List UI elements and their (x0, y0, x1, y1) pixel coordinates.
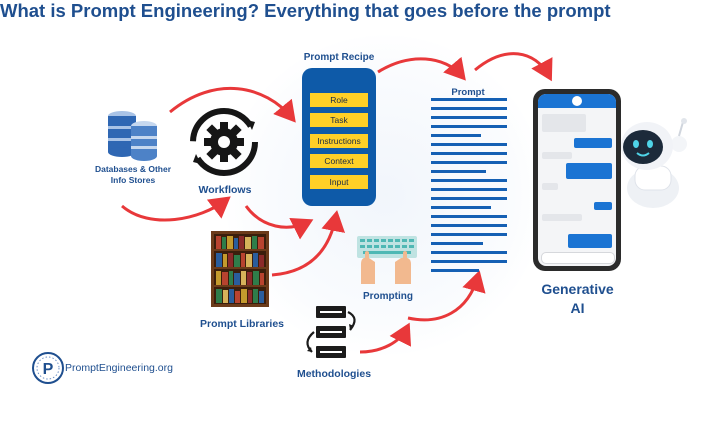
databases-label: Databases & Other Info Stores (94, 164, 172, 185)
prompting-label: Prompting (363, 291, 413, 302)
prompt-libraries-label: Prompt Libraries (199, 318, 285, 330)
recipe-item-input: Input (310, 175, 368, 189)
arrow-workflows-to-recipe (244, 205, 314, 240)
keyboard-hands-icon (357, 236, 417, 284)
arrow-prompt-to-ai (474, 52, 553, 82)
bookshelf-icon (211, 231, 269, 307)
methodologies-label: Methodologies (296, 368, 372, 380)
gear-cycle-icon (190, 108, 258, 176)
workflows-label: Workflows (198, 184, 252, 196)
recipe-item-context: Context (310, 154, 368, 168)
arrow-databases-to-recipe (169, 86, 296, 123)
arrow-libraries-to-recipe (271, 210, 346, 277)
page-title: What is Prompt Engineering? Everything t… (0, 0, 611, 21)
arrow-methodologies-to-prompting (359, 322, 412, 354)
arrow-recipe-to-prompt (377, 56, 466, 81)
brand-logo-icon: P (32, 352, 64, 384)
database-icon (108, 111, 157, 161)
robot-icon (621, 118, 687, 208)
prompt-recipe-box: Role Task Instructions Context Input (302, 68, 376, 206)
prompt-recipe-label: Prompt Recipe (303, 52, 375, 63)
svg-text:P: P (43, 361, 54, 378)
recipe-item-instructions: Instructions (310, 134, 368, 148)
arrow-prompting-to-prompt (407, 270, 486, 322)
background-watermark (225, 35, 545, 355)
prompt-label: Prompt (451, 87, 485, 98)
recipe-item-role: Role (310, 93, 368, 107)
methodology-flow-icon (306, 306, 356, 358)
brand-name: PromptEngineering.org (65, 362, 173, 374)
generative-ai-label-line1: Generative (541, 281, 614, 297)
smartphone-chat-icon (533, 89, 621, 271)
generative-ai-label-line2: AI (570, 300, 585, 316)
arrow-databases-to-workflows (121, 196, 231, 222)
recipe-item-task: Task (310, 113, 368, 127)
